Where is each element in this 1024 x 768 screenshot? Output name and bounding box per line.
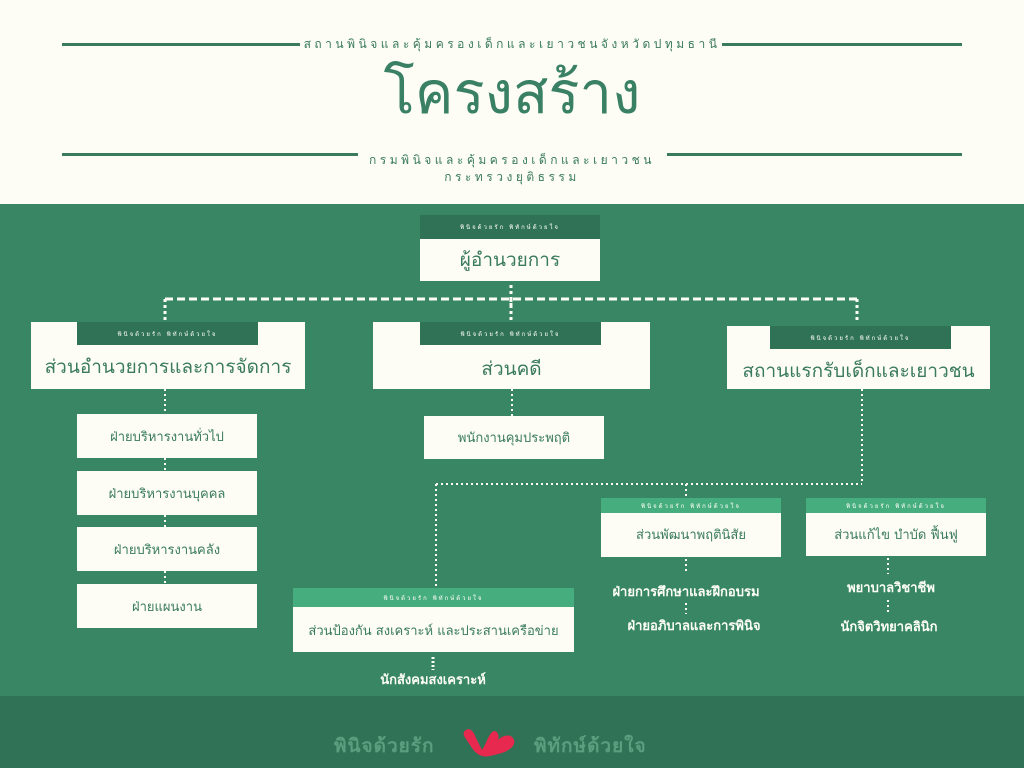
admin-division-label: ส่วนอำนวยการและการจัดการ <box>44 355 292 378</box>
header-rule-top-left <box>62 43 300 46</box>
header-overline: สถานพินิจและคุ้มครองเด็กและเยาวชนจังหวัด… <box>303 37 721 51</box>
case-division-tag: พินิจด้วยรัก พิทักษ์ด้วยใจ <box>420 322 601 345</box>
case-division-label: ส่วนคดี <box>481 357 542 380</box>
rehab-unit-nurse: พยาบาลวิชาชีพ <box>847 581 935 596</box>
admin-unit-finance: ฝ่ายบริหารงานคลัง <box>77 527 257 571</box>
header-rule-bottom-left <box>62 153 358 156</box>
header-rule-top-right <box>722 43 962 46</box>
admin-unit-general: ฝ่ายบริหารงานทั่วไป <box>77 414 257 458</box>
footer-slogan-right: พิทักษ์ด้วยใจ <box>534 735 647 757</box>
rehab-unit-psychologist: นักจิตวิทยาคลินิก <box>840 620 938 635</box>
admin-unit-planning-label: ฝ่ายแผนงาน <box>132 599 202 615</box>
rehab-division-label: ส่วนแก้ไข บำบัด ฟื้นฟู <box>834 527 958 543</box>
case-unit-probation: พนักงานคุมประพฤติ <box>424 416 604 459</box>
header-subtitle-1: กรมพินิจและคุ้มครองเด็กและเยาวชน <box>369 153 655 167</box>
header-rule-bottom-right <box>667 153 962 156</box>
rehab-division-tag: พินิจด้วยรัก พิทักษ์ด้วยใจ <box>806 498 986 513</box>
page-title: โครงสร้าง <box>383 59 641 127</box>
header: สถานพินิจและคุ้มครองเด็กและเยาวชนจังหวัด… <box>0 0 1024 204</box>
hands-heart-icon <box>463 729 515 757</box>
prevention-division-tag: พินิจด้วยรัก พิทักษ์ด้วยใจ <box>293 588 574 607</box>
prevention-unit-social-worker: นักสังคมสงเคราะห์ <box>380 673 486 688</box>
admin-unit-personnel-label: ฝ่ายบริหารงานบุคคล <box>108 486 226 502</box>
admin-unit-general-label: ฝ่ายบริหารงานทั่วไป <box>110 429 224 445</box>
admin-division-tag: พินิจด้วยรัก พิทักษ์ด้วยใจ <box>77 322 258 345</box>
behavior-unit-education: ฝ่ายการศึกษาและฝึกอบรม <box>612 585 760 600</box>
director-tag: พินิจด้วยรัก พิทักษ์ด้วยใจ <box>420 215 600 239</box>
director-label: ผู้อำนวยการ <box>459 249 561 271</box>
header-subtitle-2: กระทรวงยุติธรรม <box>444 170 580 184</box>
director-box: ผู้อำนวยการ <box>420 239 600 281</box>
admin-unit-planning: ฝ่ายแผนงาน <box>77 584 257 628</box>
behavior-unit-care: ฝ่ายอภิบาลและการพินิจ <box>627 619 761 634</box>
shelter-division-tag: พินิจด้วยรัก พิทักษ์ด้วยใจ <box>770 326 951 349</box>
case-unit-probation-label: พนักงานคุมประพฤติ <box>457 431 571 446</box>
footer-slogan-left: พินิจด้วยรัก <box>334 735 435 757</box>
admin-unit-personnel: ฝ่ายบริหารงานบุคคล <box>77 471 257 515</box>
footer <box>0 696 1024 768</box>
behavior-division-label: ส่วนพัฒนาพฤตินิสัย <box>636 528 746 543</box>
behavior-division-tag: พินิจด้วยรัก พิทักษ์ด้วยใจ <box>601 498 781 513</box>
admin-unit-finance-label: ฝ่ายบริหารงานคลัง <box>113 542 221 558</box>
prevention-division-label: ส่วนป้องกัน สงเคราะห์ และประสานเครือข่าย <box>308 623 559 639</box>
shelter-division-label: สถานแรกรับเด็กและเยาวชน <box>742 359 975 382</box>
